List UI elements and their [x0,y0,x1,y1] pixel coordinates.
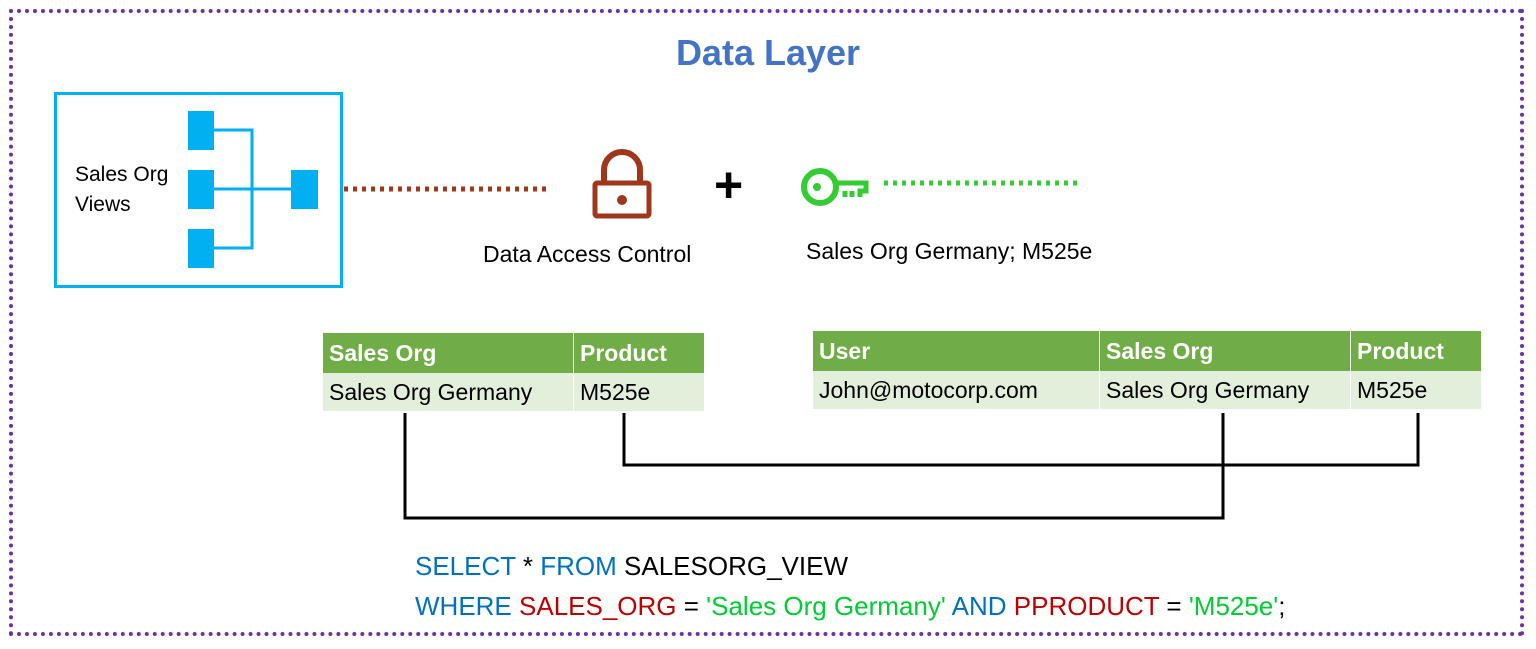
tree-node-root [291,170,318,209]
sql-string: 'Sales Org Germany' [706,591,946,621]
sql-statement: SELECT * FROM SALESORG_VIEW WHERE SALES_… [415,546,1286,626]
table-cell: Sales Org Germany [1099,371,1351,409]
plus-symbol: + [714,157,744,213]
table-cell: M525e [1350,371,1482,409]
sales-org-views-label: Sales Org Views [75,160,185,220]
sql-table-name: SALESORG_VIEW [616,551,848,581]
sql-keyword: WHERE [415,591,512,621]
view-table-header: Sales Org [323,333,574,373]
sql-terminator: ; [1278,591,1286,621]
tree-connectors [214,128,291,250]
sql-star: * [515,551,541,581]
diagram-frame [9,9,1524,636]
sql-keyword: AND [945,591,1007,621]
key-icon [801,168,869,206]
user-table-header: User [813,331,1100,371]
sql-line-2: WHERE SALES_ORG = 'Sales Org Germany' AN… [415,586,1286,626]
sql-operator: = [1159,591,1189,621]
views-label-line1: Sales Org [75,163,169,186]
user-table-header-row: User Sales Org Product [813,331,1482,371]
table-cell: John@motocorp.com [813,371,1100,409]
table-cell: M525e [573,373,705,411]
sales-org-views-box [54,92,343,288]
sql-line-1: SELECT * FROM SALESORG_VIEW [415,546,1286,586]
product-join-line [622,413,1420,467]
hierarchy-tree-icon [188,111,318,268]
sql-operator: = [676,591,707,621]
views-label-line2: Views [75,193,131,216]
view-table-header-row: Sales Org Product [323,333,705,373]
sql-keyword: SELECT [415,551,516,581]
sql-column: PPRODUCT [1006,591,1160,621]
user-table-header: Product [1350,331,1482,371]
user-table: User Sales Org Product John@motocorp.com… [813,331,1482,409]
tree-node-bottom [188,229,214,268]
diagram-title: Data Layer [675,32,861,73]
table-cell: Sales Org Germany [323,373,574,411]
view-table: Sales Org Product Sales Org Germany M525… [323,333,705,411]
padlock-icon [592,149,652,219]
table-row: John@motocorp.com Sales Org Germany M525… [813,371,1482,409]
sql-column: SALES_ORG [511,591,677,621]
access-control-label: Data Access Control [483,241,692,267]
sql-keyword: FROM [540,551,617,581]
table-row: Sales Org Germany M525e [323,373,705,411]
sql-string: 'M525e' [1188,591,1279,621]
tree-node-middle [188,170,214,209]
key-label: Sales Org Germany; M525e [806,238,1093,264]
tree-node-top [188,111,214,150]
view-table-header: Product [573,333,705,373]
user-table-header: Sales Org [1099,331,1351,371]
